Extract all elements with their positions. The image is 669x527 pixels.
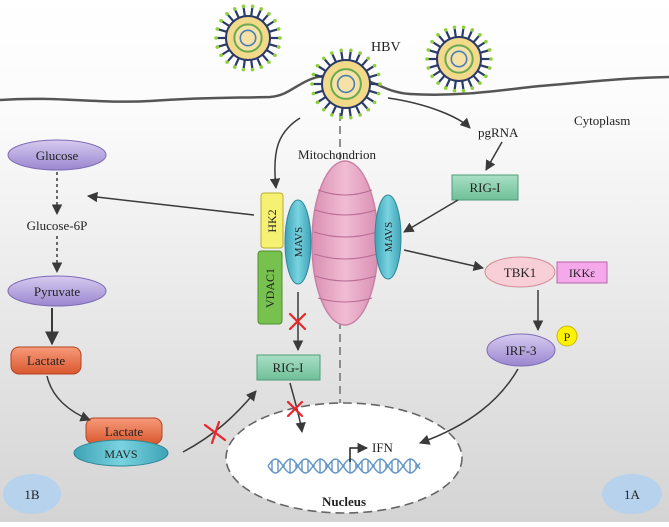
cytoplasm-label: Cytoplasm	[574, 113, 630, 128]
mavs-right: MAVS	[374, 194, 402, 280]
ikke-protein: IKKε	[556, 261, 608, 284]
irf3-protein: IRF-3	[486, 333, 556, 367]
hbv-virion	[214, 4, 282, 72]
hbv-virions	[214, 4, 493, 120]
hk2-protein: HK2	[260, 192, 284, 249]
vdac1-protein: VDAC1	[257, 250, 283, 325]
pathway-arrows	[45, 97, 544, 453]
transcription-arrow	[349, 442, 369, 462]
hbv-virion	[425, 25, 493, 93]
arrow-mavs-to-tbk1	[403, 249, 485, 272]
ikke-label: IKKε	[569, 266, 595, 280]
hbv-virion	[310, 48, 382, 120]
rig-i-right-label: RIG-I	[469, 180, 500, 195]
ifn-label: IFN	[372, 440, 394, 455]
phospho-label: P	[564, 330, 571, 344]
pgrna-label: pgRNA	[478, 125, 519, 140]
mitochondrion-label: Mitochondrion	[298, 147, 376, 162]
lactate-bottom-label: Lactate	[105, 424, 143, 439]
inhibition-marks	[203, 312, 307, 445]
lactate-mavs-complex: Lactate MAVS	[73, 417, 169, 467]
arrow-irf3-to-nucleus	[419, 368, 519, 445]
vdac1-label: VDAC1	[263, 268, 277, 308]
inhibit-mark-rigi-nucleus	[286, 400, 304, 418]
mavs-bottom-label: MAVS	[104, 447, 137, 461]
arrow-hbv-to-hk2	[269, 117, 301, 190]
hk2-label: HK2	[265, 209, 279, 232]
inhibit-mark-complex-rigi	[203, 420, 227, 445]
dna-helix	[267, 458, 421, 474]
glucose-6p-label: Glucose-6P	[27, 218, 88, 233]
lactate-left-node: Lactate	[10, 346, 82, 375]
phosphate-badge: P	[556, 325, 578, 347]
rig-i-right: RIG-I	[451, 174, 519, 201]
irf3-label: IRF-3	[505, 343, 536, 358]
mavs-left-label: MAVS	[293, 227, 305, 257]
pyruvate-node: Pyruvate	[7, 275, 107, 307]
arrow-complex-to-rigi	[182, 390, 257, 453]
nucleus: IFN Nucleus	[225, 402, 463, 514]
tbk1-label: TBK1	[504, 265, 537, 280]
mitochondrion	[311, 160, 379, 326]
panel-1a-badge: 1A	[602, 474, 662, 514]
tbk1-protein: TBK1	[484, 256, 556, 288]
hbv-label: HBV	[371, 40, 401, 55]
arrow-hk2-to-glycolysis	[86, 191, 255, 216]
panel-1b-label: 1B	[24, 487, 40, 502]
arrow-hbv-to-pgrna	[387, 97, 471, 129]
panel-1a-label: 1A	[624, 487, 641, 502]
mavs-left: MAVS	[284, 199, 312, 285]
lactate-left-label: Lactate	[27, 353, 65, 368]
glucose-node: Glucose	[7, 139, 107, 171]
arrow-lactate-to-complex	[46, 375, 91, 422]
rig-i-center: RIG-I	[256, 354, 321, 381]
nucleus-label: Nucleus	[322, 494, 366, 509]
pyruvate-label: Pyruvate	[34, 284, 80, 299]
panel-1b-badge: 1B	[3, 474, 61, 514]
inhibit-mark-mavs-rigi	[288, 312, 307, 331]
glucose-label: Glucose	[36, 148, 79, 163]
rig-i-center-label: RIG-I	[272, 360, 303, 375]
mavs-right-label: MAVS	[383, 222, 395, 252]
arrow-rigi-to-mavs	[403, 199, 459, 233]
arrow-pgrna-to-rigi	[485, 141, 503, 171]
